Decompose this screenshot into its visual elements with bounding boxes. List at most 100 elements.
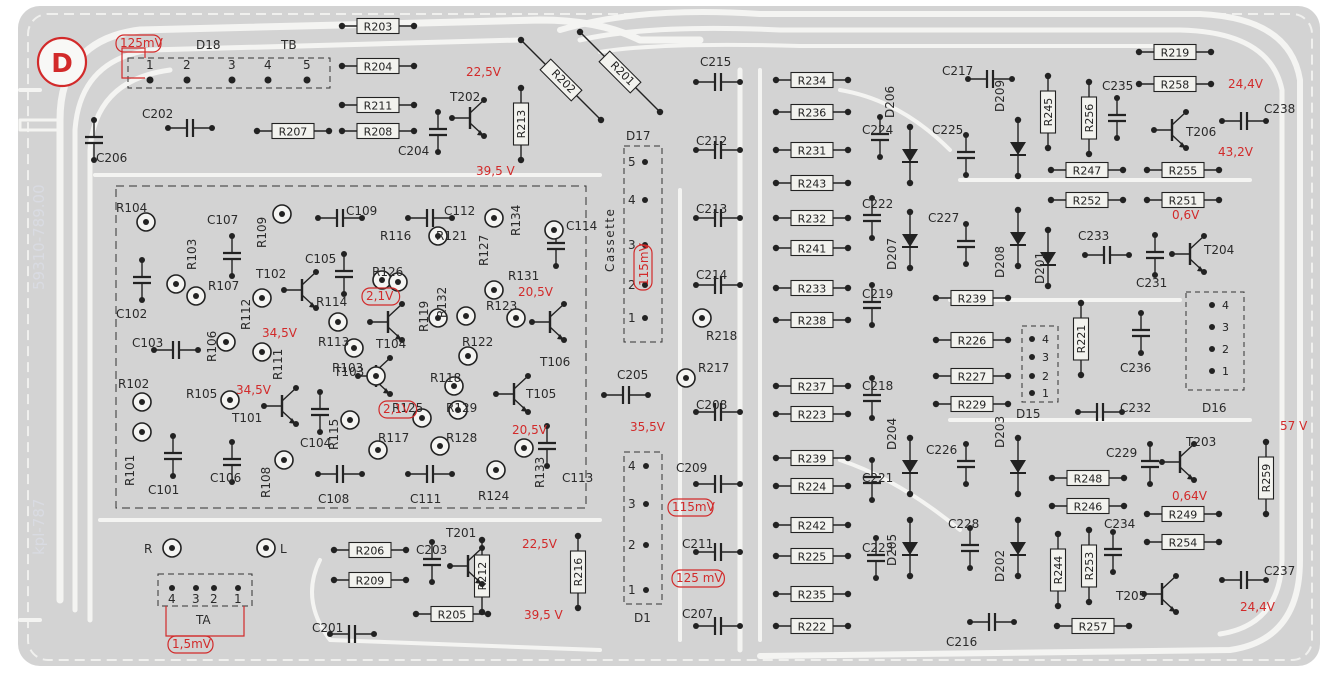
resistor-r237: R237 xyxy=(772,377,852,395)
resistor-r205: R205 xyxy=(412,605,492,623)
voltage-label: 35,5V xyxy=(630,420,666,434)
capacitor-c216: C216 xyxy=(946,613,1017,649)
capacitor-c237: C237 xyxy=(1219,564,1295,589)
resistor-r111: R111 xyxy=(252,342,285,380)
capacitor-c202: C202 xyxy=(142,107,215,137)
voltage-label: 2,1V xyxy=(366,289,394,303)
resistor-r221: R221 xyxy=(1072,299,1090,379)
resistor-label: R227 xyxy=(958,371,987,384)
resistor-label: R234 xyxy=(798,75,827,88)
resistor-r251: R251 xyxy=(1143,191,1223,209)
resistor-label: R117 xyxy=(378,431,409,445)
resistor-r253: R253 xyxy=(1080,526,1098,606)
resistor-r254: R254 xyxy=(1143,533,1223,551)
capacitor-label: C109 xyxy=(346,204,377,218)
resistor-r217: R217 xyxy=(676,361,729,388)
diode-d206: D206 xyxy=(883,86,918,187)
pcb-background xyxy=(18,6,1320,666)
capacitor-c235: C235 xyxy=(1102,79,1133,141)
capacitor-label: C101 xyxy=(148,483,179,497)
capacitor-label: C214 xyxy=(696,268,727,282)
resistor-label: R121 xyxy=(436,229,467,243)
resistor-label: R241 xyxy=(798,243,827,256)
resistor-label: R235 xyxy=(798,589,827,602)
resistor-r113: R113 xyxy=(318,335,364,358)
voltage-c205: 35,5V xyxy=(630,420,666,434)
d17-pin-4: 4 xyxy=(628,193,636,207)
voltage-label: 34,5V xyxy=(262,326,298,340)
input-r-label: R xyxy=(144,542,152,556)
resistor-r229: R229 xyxy=(932,395,1012,413)
capacitor-c101: C101 xyxy=(148,433,182,497)
d17-pin-1: 1 xyxy=(628,311,636,325)
d1-pin-1: 1 xyxy=(628,583,636,597)
diode-label: D209 xyxy=(993,80,1007,112)
resistor-r134: R134 xyxy=(509,205,564,240)
capacitor-c214: C214 xyxy=(693,268,743,294)
capacitor-c222: C222 xyxy=(862,195,893,241)
connector-ta-label: TA xyxy=(195,613,211,627)
resistor-label: R203 xyxy=(364,21,393,34)
resistor-r209: R209 xyxy=(330,571,410,589)
resistor-r204: R204 xyxy=(338,57,418,75)
voltage-label: 20,5V xyxy=(512,423,548,437)
resistor-r128: R128 xyxy=(430,431,477,456)
capacitor-label: C207 xyxy=(682,607,713,621)
transistor-t205: T205 xyxy=(1115,573,1179,615)
resistor-r246: R246 xyxy=(1048,497,1128,515)
resistor-label: R101 xyxy=(123,455,137,486)
resistor-label: R243 xyxy=(798,178,827,191)
voltage-r131: 20,5V xyxy=(518,285,554,299)
capacitor-c208: C208 xyxy=(693,398,743,421)
voltage-cassette-12: 115mV xyxy=(633,242,653,291)
resistor-r216: R216 xyxy=(569,532,587,612)
resistor-label: R245 xyxy=(1042,98,1055,127)
resistor-r215 xyxy=(162,538,182,558)
resistor-r232: R232 xyxy=(772,209,852,227)
capacitor-c203: C203 xyxy=(416,539,447,585)
resistor-r239: R239 xyxy=(772,449,852,467)
resistor-r259: R259 xyxy=(1257,438,1275,518)
capacitor-label: C112 xyxy=(444,204,475,218)
capacitor-c221: C221 xyxy=(862,457,893,503)
d1-pin-3: 3 xyxy=(628,497,636,511)
capacitor-label: C216 xyxy=(946,635,977,649)
diode-d208: D208 xyxy=(993,206,1026,278)
capacitor-c113: C113 xyxy=(538,423,593,485)
resistor-r103: R103 xyxy=(166,239,199,294)
capacitor-c225: C225 xyxy=(932,123,975,178)
voltage-label: 2,1V xyxy=(383,402,411,416)
voltage-label: 115mV xyxy=(637,242,651,286)
d18-pin-3: 3 xyxy=(228,58,236,72)
transistor-t102: T102 xyxy=(255,267,319,311)
transistor-label: T101 xyxy=(231,411,262,425)
resistor-label: R207 xyxy=(279,126,308,139)
voltage-r125: 2,1V xyxy=(378,400,418,419)
voltage-d1-3: 115mV xyxy=(667,498,716,517)
capacitor-c234: C234 xyxy=(1104,517,1135,575)
resistor-label: R115 xyxy=(327,419,341,450)
transistor-t206: T206 xyxy=(1151,109,1216,151)
resistor-label: R209 xyxy=(356,575,385,588)
resistor-r211: R211 xyxy=(338,96,418,114)
capacitor-label: C202 xyxy=(142,107,173,121)
diode-label: D208 xyxy=(993,246,1007,278)
capacitor-c106: C106 xyxy=(210,439,241,485)
resistor-label: R238 xyxy=(798,315,827,328)
transistor-layer: T202T206T204T203T205T201T102T104T106T103… xyxy=(231,90,1234,615)
diode-label: D205 xyxy=(885,534,899,566)
resistor-r242: R242 xyxy=(772,516,852,534)
resistor-r255: R255 xyxy=(1143,161,1223,179)
resistor-label: R219 xyxy=(1161,47,1190,60)
resistor-r231: R231 xyxy=(772,141,852,159)
resistor-label: R231 xyxy=(798,145,827,158)
capacitor-c112: C112 xyxy=(405,204,475,227)
resistor-r117: R117 xyxy=(368,431,409,460)
resistor-label: R113 xyxy=(318,335,349,349)
resistor-label: R132 xyxy=(435,287,449,318)
transistor-t101: T101 xyxy=(231,385,299,427)
capacitor-label: C201 xyxy=(312,621,343,635)
resistor-r124: R124 xyxy=(478,460,509,503)
resistor-r224: R224 xyxy=(772,477,852,495)
